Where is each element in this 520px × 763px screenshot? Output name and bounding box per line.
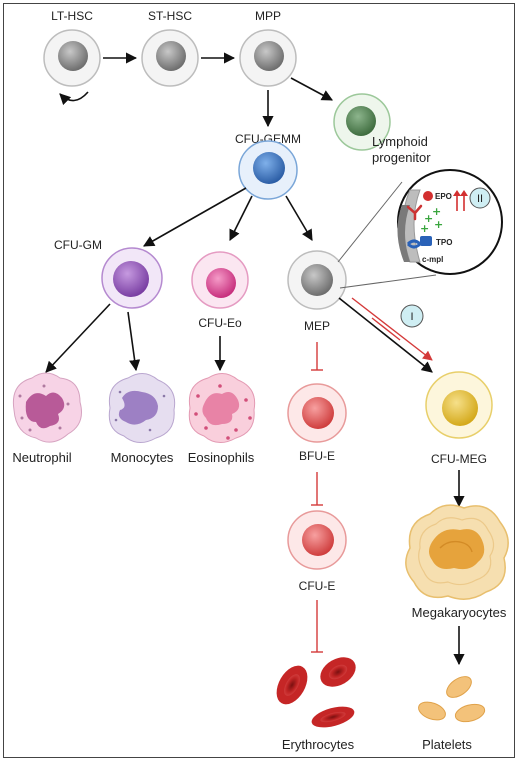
- bfu-e-cell: [287, 383, 347, 443]
- marker-ii-text: II: [477, 193, 483, 205]
- mpp-cell: [239, 29, 297, 87]
- figure-frame: [3, 3, 515, 758]
- epo-label: EPO: [435, 192, 452, 201]
- eosinophils-label: Eosinophils: [188, 450, 255, 465]
- cfu-e-label: CFU-E: [299, 579, 336, 593]
- lymphoid-progenitor-cell: [333, 93, 391, 151]
- inhibit-bfue-cfue: [311, 472, 323, 506]
- c-mpl-label: c-mpl: [422, 255, 443, 264]
- cfu-gm-cell: [101, 247, 163, 309]
- eosinophil-cell: [188, 373, 256, 443]
- neutrophil-cell: [12, 372, 82, 443]
- c-mpl-receptor-icon: [406, 236, 432, 249]
- neutrophil-label: Neutrophil: [12, 450, 71, 465]
- cfu-meg-cell: [425, 371, 493, 439]
- cfu-gemm-cell: [238, 140, 298, 200]
- marker-i-badge: I: [400, 304, 424, 328]
- arrow-gm-neutrophil: [45, 303, 111, 373]
- mpp-label: MPP: [255, 9, 281, 23]
- arrow-gm-monocyte: [127, 311, 141, 372]
- svg-text:+: +: [420, 222, 429, 235]
- epo-ligand-icon: [423, 191, 433, 201]
- plus-signs-icon: + + + +: [420, 205, 443, 235]
- arrow-gemm-mep: [285, 195, 313, 241]
- svg-text:+: +: [424, 212, 433, 225]
- tpo-stimulation-dash: [371, 317, 401, 341]
- upregulation-arrows-icon: [453, 190, 468, 211]
- arrow-mep-meg: [338, 297, 433, 373]
- lt-hsc-cell: [43, 29, 101, 87]
- megakaryocytes-label: Megakaryocytes: [412, 605, 507, 620]
- lt-hsc-label: LT-HSC: [51, 9, 93, 23]
- cfu-gemm-label: CFU-GEMM: [235, 132, 301, 146]
- epo-receptor-icon: [406, 204, 423, 221]
- inhibit-mep-bfue: [311, 342, 323, 371]
- mep-label: MEP: [304, 319, 330, 333]
- bfu-e-label: BFU-E: [299, 449, 335, 463]
- tpo-stimulation-arrow: [351, 297, 433, 361]
- marker-i-text: I: [410, 311, 413, 323]
- cfu-eo-label: CFU-Eo: [198, 316, 242, 330]
- self-renewal-arrow: [59, 91, 89, 106]
- cfu-eo-cell: [191, 251, 249, 309]
- arrow-gemm-eo: [229, 195, 253, 242]
- inhibit-cfue-rbc: [311, 600, 323, 653]
- lymphoid-label-1: Lymphoid: [372, 134, 428, 149]
- erythrocytes-label: Erythrocytes: [282, 737, 355, 752]
- marker-ii-badge: II: [469, 187, 491, 209]
- receptor-inset: EPO + + + + TPO c-mpl II: [397, 169, 503, 275]
- st-hsc-cell: [141, 29, 199, 87]
- lymphoid-label-2: progenitor: [372, 150, 431, 165]
- arrow-gemm-gm: [143, 187, 247, 247]
- arrow-mpp-lymphoid: [290, 77, 333, 101]
- zoom-line-top: [337, 181, 403, 263]
- megakaryocyte-cell: [405, 504, 509, 600]
- mep-cell: [287, 250, 347, 310]
- svg-text:+: +: [432, 205, 441, 218]
- erythrocytes-cells: [276, 657, 356, 728]
- monocytes-label: Monocytes: [111, 450, 174, 465]
- monocyte-cell: [108, 373, 176, 443]
- platelets-label: Platelets: [422, 737, 472, 752]
- platelets-cells: [418, 676, 486, 723]
- svg-text:+: +: [434, 218, 443, 231]
- st-hsc-label: ST-HSC: [148, 9, 192, 23]
- cfu-e-cell: [287, 510, 347, 570]
- cfu-gm-label: CFU-GM: [54, 238, 102, 252]
- zoom-line-bottom: [339, 274, 437, 289]
- cfu-meg-label: CFU-MEG: [431, 452, 487, 466]
- tpo-label: TPO: [436, 238, 452, 247]
